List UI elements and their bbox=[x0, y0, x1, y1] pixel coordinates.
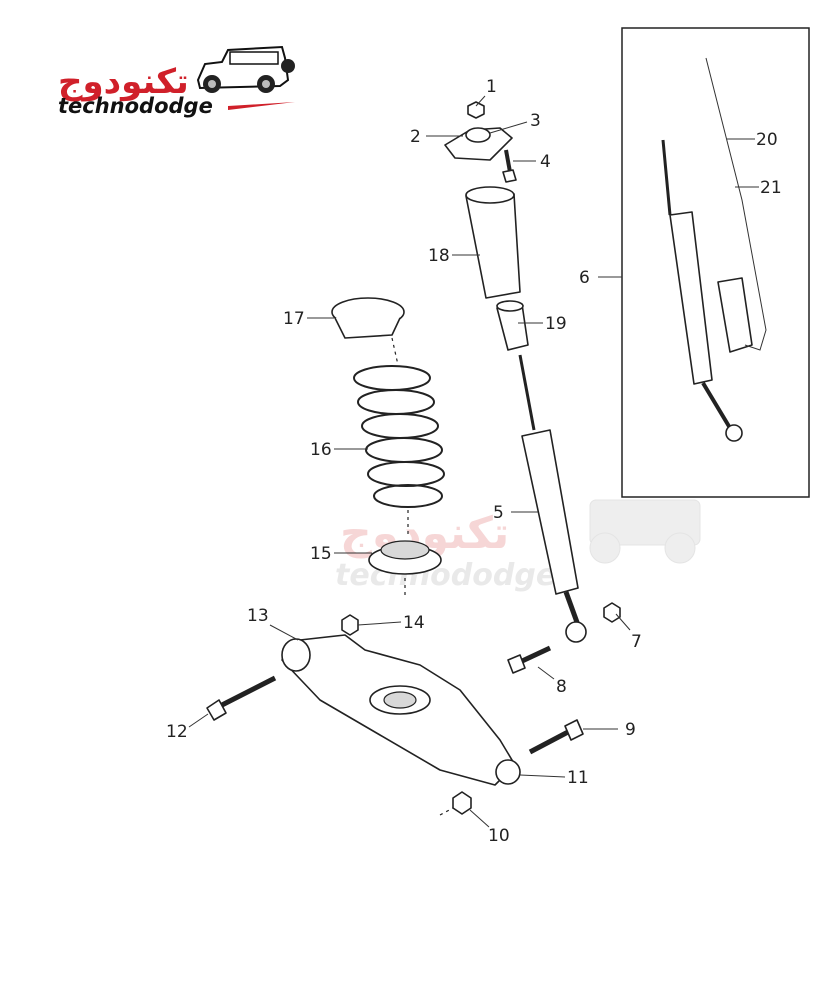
callout-19: 19 bbox=[545, 314, 567, 334]
logo: تكنودوج technododge bbox=[58, 45, 295, 118]
callout-10: 10 bbox=[488, 826, 510, 846]
callout-5: 5 bbox=[493, 503, 504, 523]
part-2-upper-mount bbox=[444, 127, 513, 161]
inset-frame bbox=[621, 27, 810, 498]
callout-8: 8 bbox=[556, 677, 567, 697]
logo-latin: technododge bbox=[58, 94, 213, 118]
callout-1: 1 bbox=[486, 77, 497, 97]
part-9-bolt bbox=[528, 719, 584, 755]
callout-14: 14 bbox=[403, 613, 425, 633]
callout-2: 2 bbox=[410, 127, 421, 147]
part-6-active-shock bbox=[661, 57, 767, 442]
part-10-nut bbox=[439, 791, 472, 816]
callout-13: 13 bbox=[247, 606, 269, 626]
callout-12: 12 bbox=[166, 722, 188, 742]
callout-7: 7 bbox=[631, 632, 642, 652]
part-13-lower-control-arm bbox=[281, 634, 521, 786]
part-14-nut bbox=[341, 614, 359, 636]
callout-9: 9 bbox=[625, 720, 636, 740]
callouts: 1 2 3 4 5 6 7 8 9 10 11 12 13 14 15 16 1… bbox=[166, 77, 782, 846]
part-18-dust-boot bbox=[465, 186, 521, 299]
part-16-coil-spring bbox=[353, 365, 445, 508]
callout-15: 15 bbox=[310, 544, 332, 564]
callout-11: 11 bbox=[567, 768, 589, 788]
logo-swoosh bbox=[228, 102, 295, 110]
callout-18: 18 bbox=[428, 246, 450, 266]
callout-20: 20 bbox=[756, 130, 778, 150]
watermark-latin: technododge bbox=[335, 558, 556, 593]
part-19-jounce-bumper bbox=[496, 300, 529, 351]
callout-16: 16 bbox=[310, 440, 332, 460]
callout-6: 6 bbox=[579, 268, 590, 288]
part-1-nut bbox=[467, 101, 485, 119]
part-12-bolt bbox=[206, 675, 277, 721]
part-15-lower-isolator bbox=[368, 540, 442, 575]
logo-arabic: تكنودوج bbox=[58, 62, 189, 102]
callout-4: 4 bbox=[540, 152, 551, 172]
jeep-icon bbox=[196, 45, 295, 93]
part-8-bolt bbox=[507, 645, 552, 674]
callout-3: 3 bbox=[530, 111, 541, 131]
callout-17: 17 bbox=[283, 309, 305, 329]
part-7-nut bbox=[603, 602, 621, 623]
part-17-spring-isolator bbox=[331, 297, 405, 339]
callout-21: 21 bbox=[760, 178, 782, 198]
part-5-shock-absorber bbox=[518, 354, 587, 643]
watermark-jeep-icon bbox=[589, 499, 701, 564]
watermark: تكنودوج technododge bbox=[335, 499, 701, 593]
part-4-bolt bbox=[502, 149, 517, 183]
